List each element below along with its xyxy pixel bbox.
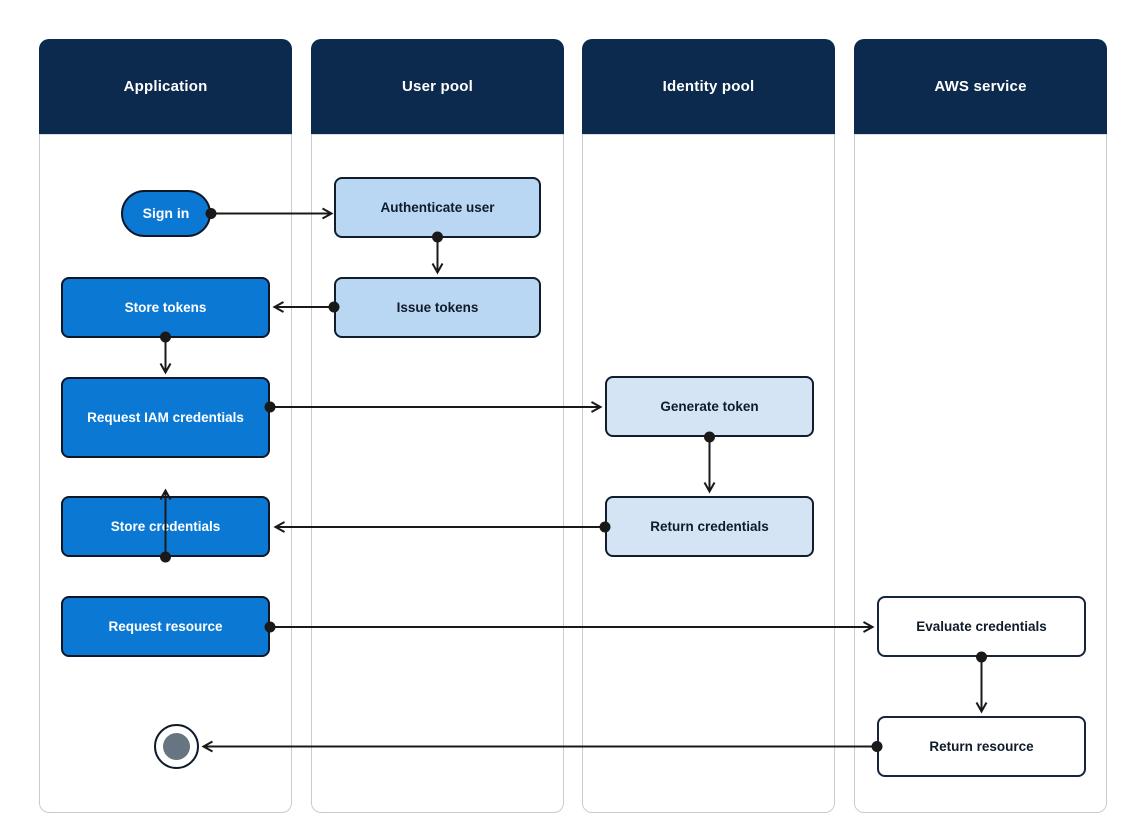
lane-identity-pool-title: Identity pool xyxy=(662,78,755,95)
lane-application-body xyxy=(39,134,292,813)
lane-application: Application xyxy=(39,39,292,813)
lane-user-pool: User pool xyxy=(311,39,564,813)
node-store-tokens: Store tokens xyxy=(61,277,270,338)
node-sign-in: Sign in xyxy=(121,190,211,237)
node-request-resource: Request resource xyxy=(61,596,270,657)
node-return-credentials: Return credentials xyxy=(605,496,814,557)
node-request-iam-credentials-label: Request IAM credentials xyxy=(87,409,244,425)
node-evaluate-credentials-label: Evaluate credentials xyxy=(916,618,1047,634)
node-issue-tokens: Issue tokens xyxy=(334,277,541,338)
node-request-resource-label: Request resource xyxy=(108,618,223,634)
lane-aws-service: AWS service xyxy=(854,39,1107,813)
node-authenticate-user: Authenticate user xyxy=(334,177,541,238)
node-store-credentials: Store credentials xyxy=(61,496,270,557)
node-store-credentials-label: Store credentials xyxy=(110,518,221,534)
node-request-iam-credentials: Request IAM credentials xyxy=(61,377,270,458)
lane-aws-service-body xyxy=(854,134,1107,813)
lane-identity-pool-header: Identity pool xyxy=(582,39,835,134)
lane-identity-pool-body xyxy=(582,134,835,813)
lane-aws-service-title: AWS service xyxy=(934,78,1027,95)
node-generate-token: Generate token xyxy=(605,376,814,437)
node-return-resource: Return resource xyxy=(877,716,1086,777)
lane-aws-service-header: AWS service xyxy=(854,39,1107,134)
lane-application-header: Application xyxy=(39,39,292,134)
node-authenticate-user-label: Authenticate user xyxy=(380,199,495,215)
lane-application-title: Application xyxy=(123,78,208,95)
flow-end-terminator xyxy=(154,724,199,769)
node-return-credentials-label: Return credentials xyxy=(650,518,769,534)
lane-user-pool-header: User pool xyxy=(311,39,564,134)
flow-end-terminator-dot xyxy=(163,733,190,760)
node-generate-token-label: Generate token xyxy=(660,398,759,414)
node-sign-in-label: Sign in xyxy=(142,205,190,222)
lane-user-pool-title: User pool xyxy=(402,78,473,95)
node-return-resource-label: Return resource xyxy=(929,738,1034,754)
node-issue-tokens-label: Issue tokens xyxy=(396,299,479,315)
node-evaluate-credentials: Evaluate credentials xyxy=(877,596,1086,657)
node-store-tokens-label: Store tokens xyxy=(124,299,207,315)
